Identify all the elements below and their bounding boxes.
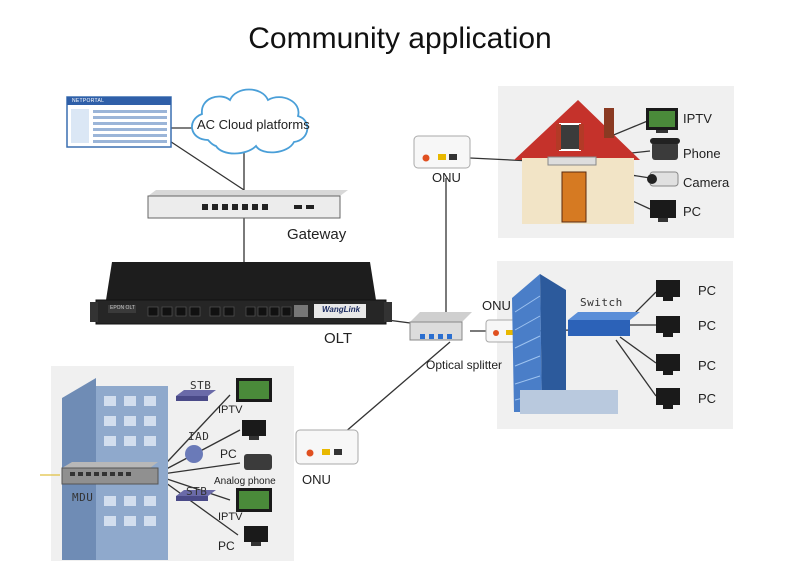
mdu-pc-mid-label: PC — [220, 447, 237, 461]
mdu-analog-phone-icon — [244, 454, 272, 470]
mdu-iptv-icon-bottom — [236, 488, 272, 512]
mdu-stb-top-label: STB — [190, 379, 212, 392]
switch-label: Switch — [580, 296, 623, 309]
mdu-stb-bottom-label: STB — [186, 485, 208, 498]
office-pc-2: PC — [698, 318, 717, 333]
olt-device — [90, 262, 392, 325]
mdu-analog-phone-label: Analog phone — [214, 476, 276, 487]
office-pc-1: PC — [698, 283, 717, 298]
mdu-pc-icon-mid — [242, 420, 266, 440]
mdu-iad-device — [185, 445, 203, 463]
mdu-iptv-bottom-label: IPTV — [218, 511, 243, 523]
gateway-label: Gateway — [287, 226, 347, 243]
gateway-device — [147, 190, 348, 219]
cloud-shape — [191, 88, 309, 155]
olt-badge: EPON OLT — [110, 305, 135, 311]
home-pc-icon — [650, 200, 676, 222]
onu-mdu-device — [295, 429, 359, 465]
page-title: Community application — [248, 22, 552, 55]
home-device-phone: Phone — [683, 146, 721, 161]
mdu-pc-icon-bottom — [244, 526, 268, 546]
cloud-platform-screen — [66, 96, 172, 148]
splitter-label: Optical splitter — [426, 358, 503, 372]
onu-office-label: ONU — [482, 298, 511, 313]
cloud-label: AC Cloud platforms — [197, 117, 310, 132]
cloud-platform-brand: NETPORTAL — [72, 98, 105, 104]
mdu-building-drawing — [61, 378, 168, 560]
home-camera-icon — [647, 171, 679, 187]
mdu-iad-label: IAD — [188, 430, 210, 443]
onu-home-label: ONU — [432, 170, 461, 185]
home-device-camera: Camera — [683, 175, 730, 190]
olt-label: OLT — [324, 330, 353, 347]
home-device-pc: PC — [683, 204, 702, 219]
switch-device — [568, 312, 640, 336]
home-iptv-icon — [646, 108, 678, 133]
office-pc-4: PC — [698, 391, 717, 406]
mdu-stb-device-top — [176, 390, 216, 401]
mdu-pc-bottom-label: PC — [218, 539, 235, 553]
office-pc-3: PC — [698, 358, 717, 373]
house-drawing — [514, 100, 640, 224]
mdu-stb-device-bottom — [176, 490, 216, 501]
office-pc-icons — [656, 280, 680, 409]
mdu-iptv-icon-top — [236, 378, 272, 402]
onu-home-device — [413, 135, 471, 169]
optical-splitter-device — [409, 312, 472, 341]
mdu-label: MDU — [72, 491, 94, 504]
mdu-iptv-top-label: IPTV — [218, 404, 243, 416]
olt-brand: WangLink — [322, 305, 361, 314]
office-building-drawing — [512, 274, 618, 414]
onu-mdu-label: ONU — [302, 472, 331, 487]
home-phone-icon — [650, 138, 680, 160]
home-device-iptv: IPTV — [683, 111, 712, 126]
